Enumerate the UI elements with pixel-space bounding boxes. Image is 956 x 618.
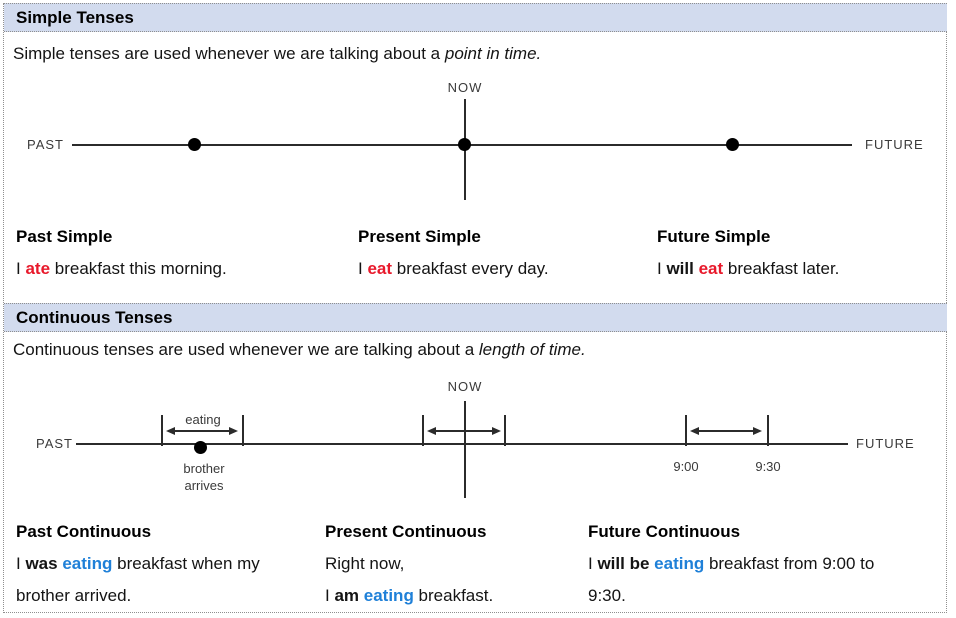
sentence-part: breakfast. bbox=[413, 586, 494, 605]
past-continuous-sentence-line2: brother arrived. bbox=[16, 586, 260, 606]
interval-tick bbox=[504, 415, 506, 446]
sentence-part: breakfast from 9:00 to bbox=[704, 554, 875, 573]
present-continuous-sentence-line2: I am eating breakfast. bbox=[325, 586, 493, 606]
event-label-line2: arrives bbox=[184, 478, 224, 493]
time-930-label: 9:30 bbox=[755, 459, 781, 474]
future-label: FUTURE bbox=[856, 436, 915, 451]
timeline-dot-present bbox=[458, 138, 471, 151]
past-label: PAST bbox=[27, 137, 64, 152]
future-interval-arrow bbox=[690, 426, 762, 436]
sentence-part: breakfast every day. bbox=[392, 259, 549, 278]
sentence-part-bold: will bbox=[666, 259, 694, 278]
interval-tick bbox=[685, 415, 687, 446]
interval-tick bbox=[422, 415, 424, 446]
now-label: NOW bbox=[447, 80, 483, 95]
simple-intro-plain: Simple tenses are used whenever we are t… bbox=[13, 44, 445, 63]
past-continuous-sentence-line1: I was eating breakfast when my bbox=[16, 554, 260, 574]
sentence-part: I bbox=[325, 586, 335, 605]
future-continuous-heading: Future Continuous bbox=[588, 522, 741, 541]
sentence-part: I bbox=[358, 259, 368, 278]
simple-intro-text: Simple tenses are used whenever we are t… bbox=[13, 44, 541, 64]
past-simple-example: Past Simple I ate breakfast this morning… bbox=[16, 227, 227, 279]
sentence-part: I bbox=[588, 554, 598, 573]
sentence-part: breakfast this morning. bbox=[50, 259, 227, 278]
sentence-part-bold: am bbox=[334, 586, 360, 605]
sentence-part-blue: eating bbox=[654, 554, 705, 573]
continuous-intro-text: Continuous tenses are used whenever we a… bbox=[13, 340, 586, 360]
past-label: PAST bbox=[36, 436, 73, 451]
sentence-part: 9:30. bbox=[588, 586, 626, 605]
future-simple-example: Future Simple I will eat breakfast later… bbox=[657, 227, 839, 279]
continuous-intro-plain: Continuous tenses are used whenever we a… bbox=[13, 340, 479, 359]
sentence-part: I bbox=[16, 259, 26, 278]
continuous-timeline-diagram: NOW PAST FUTURE eating brother arrives 9… bbox=[0, 376, 956, 522]
sentence-part-red: ate bbox=[25, 259, 51, 278]
event-dot bbox=[194, 441, 207, 454]
future-continuous-example: Future Continuous I will be eating break… bbox=[588, 522, 874, 606]
sentence-part-blue: eating bbox=[62, 554, 113, 573]
continuous-intro-italic: length of time. bbox=[478, 340, 586, 359]
simple-tenses-title: Simple Tenses bbox=[16, 8, 134, 27]
sentence-part: breakfast later. bbox=[723, 259, 840, 278]
sentence-part-bold: will be bbox=[597, 554, 650, 573]
present-continuous-heading: Present Continuous bbox=[325, 522, 487, 541]
past-continuous-heading: Past Continuous bbox=[16, 522, 152, 541]
sentence-part-bold: was bbox=[25, 554, 58, 573]
sentence-part: Right now, bbox=[325, 554, 405, 573]
simple-tenses-header-bar: Simple Tenses bbox=[4, 3, 947, 32]
event-label-line1: brother bbox=[183, 461, 225, 476]
future-simple-sentence: I will eat breakfast later. bbox=[657, 259, 839, 279]
present-simple-heading: Present Simple bbox=[358, 227, 481, 246]
timeline-dot-past bbox=[188, 138, 201, 151]
sentence-part: brother arrived. bbox=[16, 586, 132, 605]
interval-tick bbox=[242, 415, 244, 446]
eating-interval-label: eating bbox=[185, 412, 221, 427]
interval-tick bbox=[161, 415, 163, 446]
timeline-dot-future bbox=[726, 138, 739, 151]
future-simple-heading: Future Simple bbox=[657, 227, 771, 246]
past-simple-sentence: I ate breakfast this morning. bbox=[16, 259, 227, 279]
sentence-part-red: eat bbox=[698, 259, 724, 278]
time-900-label: 9:00 bbox=[673, 459, 699, 474]
present-simple-sentence: I eat breakfast every day. bbox=[358, 259, 549, 279]
now-label: NOW bbox=[447, 379, 483, 394]
sentence-part: I bbox=[657, 259, 667, 278]
continuous-tenses-title: Continuous Tenses bbox=[16, 308, 173, 327]
timeline-line bbox=[76, 443, 848, 445]
now-vertical-line bbox=[464, 401, 466, 498]
present-continuous-example: Present Continuous Right now, I am eatin… bbox=[325, 522, 493, 606]
brother-arrives-label: brother arrives bbox=[152, 460, 256, 494]
sentence-part-blue: eating bbox=[363, 586, 414, 605]
simple-timeline-diagram: NOW PAST FUTURE bbox=[0, 78, 956, 228]
present-simple-example: Present Simple I eat breakfast every day… bbox=[358, 227, 549, 279]
future-continuous-sentence-line2: 9:30. bbox=[588, 586, 874, 606]
past-continuous-example: Past Continuous I was eating breakfast w… bbox=[16, 522, 260, 606]
sentence-part-red: eat bbox=[367, 259, 393, 278]
interval-tick bbox=[767, 415, 769, 446]
now-interval-arrow bbox=[427, 426, 501, 436]
eating-interval-arrow bbox=[166, 426, 238, 436]
present-continuous-sentence-line1: Right now, bbox=[325, 554, 493, 574]
continuous-tenses-header-bar: Continuous Tenses bbox=[4, 303, 947, 332]
future-continuous-sentence-line1: I will be eating breakfast from 9:00 to bbox=[588, 554, 874, 574]
future-label: FUTURE bbox=[865, 137, 924, 152]
sentence-part: I bbox=[16, 554, 26, 573]
past-simple-heading: Past Simple bbox=[16, 227, 113, 246]
sentence-part: breakfast when my bbox=[112, 554, 260, 573]
simple-intro-italic: point in time. bbox=[444, 44, 542, 63]
